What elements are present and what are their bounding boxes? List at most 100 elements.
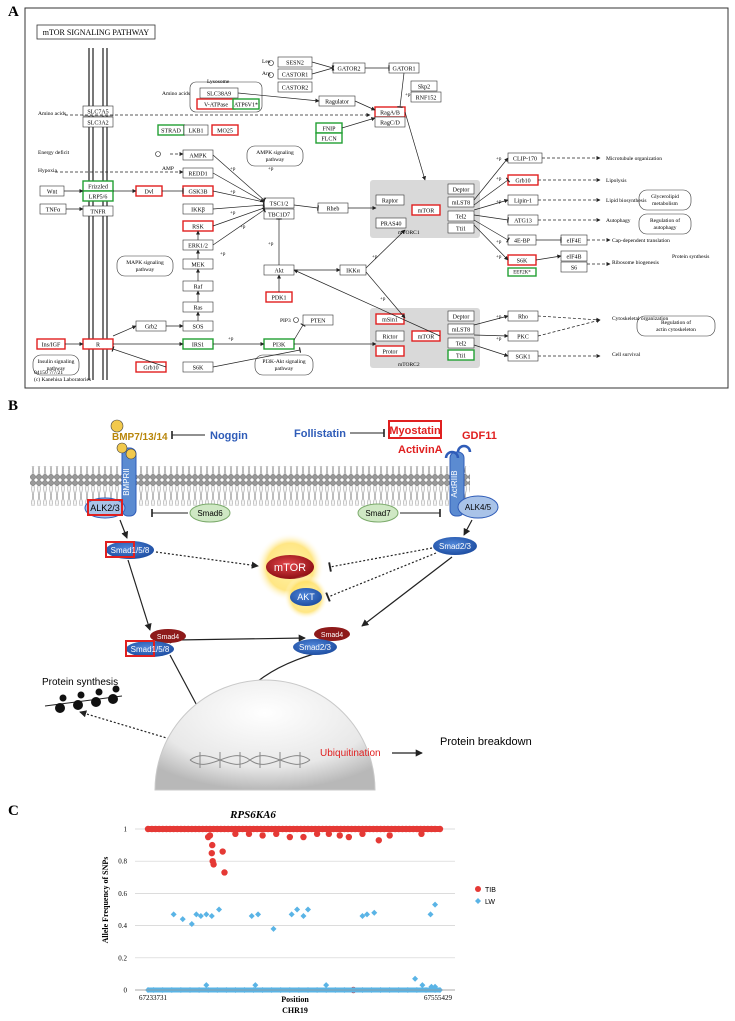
node-label-rho: Rho	[518, 315, 528, 321]
point-lw	[363, 911, 370, 918]
panel-a: A mTOR SIGNALING PATHWAY SLC7A5SLC3A2Fri…	[8, 4, 729, 389]
node-label-s6: S6	[571, 266, 577, 272]
node-label-clip170: CLIP-170	[513, 157, 537, 163]
point-lw	[371, 909, 378, 916]
pathway-connector	[537, 318, 601, 337]
node-label-erk: ERK1/2	[188, 244, 208, 250]
nucleus	[154, 679, 376, 791]
panel-c: C RPS6KA6 00.20.40.60.81 67233731 675554…	[8, 803, 496, 1015]
ribosome-icon	[44, 685, 123, 713]
panel-label-a: A	[8, 4, 19, 20]
node-label-vatpase: V-ATPase	[204, 103, 228, 109]
smad1-highlight	[105, 541, 135, 558]
node-label-tti1: Tti1	[456, 227, 466, 233]
phospho-label: +p	[220, 252, 226, 257]
dna-helix-icon	[189, 752, 311, 768]
point-lw	[432, 901, 439, 908]
node-box-pras40	[375, 217, 407, 229]
node-label-akt: Akt	[275, 269, 284, 275]
node-label-skp2: Skp2	[418, 85, 430, 91]
label-panel_a-processes-ribosome: Ribosome biogenesis	[612, 260, 659, 266]
smad158-label: Smad1/5/8	[111, 546, 150, 555]
node-label-sgk1: SGK1	[515, 355, 530, 361]
point-lw	[419, 982, 426, 989]
label-panel_a-inputs-lysosome: Lysosome	[207, 79, 230, 85]
pathway-connector	[535, 254, 562, 261]
node-label-tti1: Tti1	[456, 354, 466, 360]
node-label-raf: Raf	[194, 284, 203, 291]
point-tib	[418, 830, 425, 838]
pathway-connector	[473, 344, 509, 357]
point-tib	[219, 848, 226, 855]
pathway-connector	[112, 325, 137, 337]
pathway-connector	[341, 117, 376, 129]
protein-synthesis-label: Protein synthesis	[42, 677, 118, 688]
point-lw	[193, 911, 200, 918]
point-lw	[248, 912, 255, 919]
node-label-pras40: PRAS40	[380, 222, 401, 228]
point-tib	[300, 833, 307, 841]
smad23-lower-node	[293, 639, 337, 655]
phospho-label: +p	[230, 190, 236, 195]
node-label-fnip: FNIP	[322, 127, 336, 133]
node-box-skp2	[410, 80, 438, 92]
point-tib	[273, 830, 280, 838]
node-label-eef2k: EEF2K*	[513, 271, 531, 276]
node-box-deptor	[447, 183, 475, 195]
node-label-mlst8: mLST8	[452, 201, 470, 207]
pathway-connector	[311, 65, 335, 75]
chart-legend: TIB LW	[475, 886, 496, 906]
phospho-label: +p	[230, 167, 236, 172]
node-label-redd1: REDD1	[188, 172, 207, 178]
pathway-connector	[354, 100, 376, 111]
node-label-ebp: 4E-BP	[514, 239, 531, 245]
myostatin-label: Myostatin	[389, 425, 441, 437]
node-label-ras: Ras	[194, 306, 204, 312]
phospho-label: +p	[405, 93, 411, 98]
smad4-left-label: Smad4	[157, 634, 179, 641]
legend-tib-marker	[475, 886, 481, 892]
node-label-tsc1: TSC1/2	[270, 202, 289, 208]
pathway-connector	[293, 204, 319, 211]
pathway-connector	[365, 271, 406, 319]
pathway-title-box	[36, 24, 156, 40]
point-tib	[210, 861, 217, 868]
point-tib	[336, 832, 343, 839]
label-panel_a-mtorc2-label: mTORC2	[398, 362, 420, 368]
smad23-node	[433, 537, 477, 555]
pathway-connector	[473, 219, 510, 243]
point-lw	[188, 920, 195, 927]
pathway-connector	[365, 229, 406, 269]
smad4-right-node	[314, 627, 350, 641]
node-label-flcn: FLCN	[321, 137, 337, 143]
pathway-connector	[537, 315, 601, 322]
panel-b: B BMPRII ActRIIB ALK2/3 ALK4/5 BMP7/13	[8, 398, 532, 791]
label-panel_a-inputs-hypoxia: Hypoxia	[38, 168, 58, 174]
y-tick-label: 0.2	[118, 954, 127, 962]
point-tib	[313, 830, 321, 838]
node-box-rnf152	[410, 91, 442, 103]
node-label-rnf152: RNF152	[416, 96, 437, 102]
node-label-ikkb: IKKβ	[191, 208, 205, 214]
pathway-connector	[473, 177, 511, 206]
node-label-s6k: S6K	[193, 366, 204, 372]
pathway-connector	[212, 154, 267, 203]
node-label-irs1: IRS1	[192, 343, 204, 349]
phospho-label: +p	[268, 167, 274, 172]
node-label-msin1: mSin1	[382, 318, 398, 324]
label-panel_a-processes-survival: Cell survival	[612, 352, 641, 358]
pathway-connector	[473, 314, 509, 326]
point-lw	[412, 975, 419, 982]
node-box-lrp56	[82, 190, 114, 202]
pathway-box-ampk_path	[246, 145, 304, 167]
node-label-mtor: mTOR	[418, 209, 435, 215]
alk23-label: ALK2/3	[90, 503, 120, 513]
node-label-wnt: Wnt	[47, 190, 58, 196]
node-box-tel2	[447, 210, 475, 222]
pathway-connector	[473, 214, 509, 223]
node-label-protor: Protor	[383, 350, 398, 356]
node-label-mek: MEK	[191, 263, 205, 269]
phospho-label: +p	[496, 337, 502, 342]
